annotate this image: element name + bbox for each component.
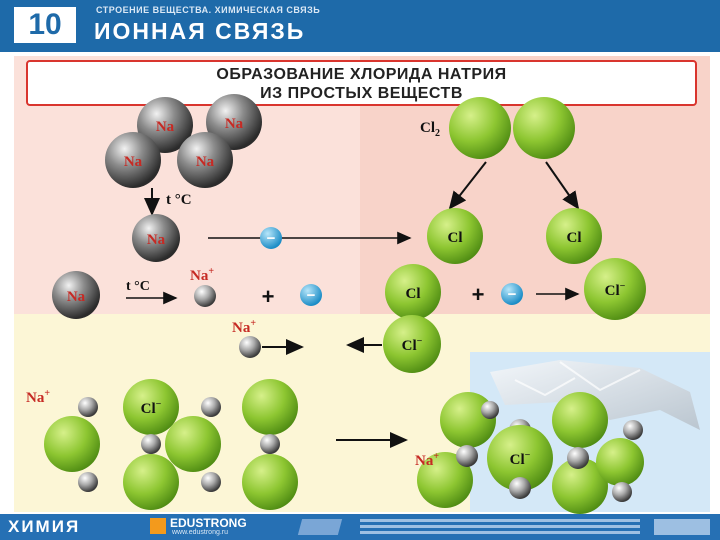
cl-symbol: Cl bbox=[510, 452, 525, 468]
chlorine-atom bbox=[449, 97, 511, 159]
na-symbol: Na bbox=[232, 320, 251, 336]
cl2-symbol: Cl bbox=[420, 120, 435, 136]
plus-charge: + bbox=[208, 266, 214, 277]
publisher-logo-icon bbox=[150, 518, 166, 534]
na-symbol: Na bbox=[26, 390, 45, 406]
sodium-ion-label: Na+ bbox=[190, 266, 214, 284]
na-symbol: Na bbox=[415, 453, 434, 469]
footer-brand: EDUSTRONG bbox=[170, 516, 247, 530]
plus-charge: + bbox=[250, 318, 256, 329]
minus-charge: − bbox=[156, 399, 162, 410]
dissociation-arrow-left bbox=[450, 162, 486, 208]
sodium-ion-label: Na+ bbox=[232, 318, 256, 336]
chlorine-label: Cl bbox=[448, 230, 463, 246]
minus-charge: − bbox=[525, 450, 531, 461]
plus-charge: + bbox=[433, 451, 439, 462]
heat-label: t °C bbox=[126, 279, 150, 294]
cl-symbol: Cl bbox=[605, 283, 620, 299]
minus-charge: − bbox=[417, 336, 423, 347]
plus-charge: + bbox=[44, 388, 50, 399]
footer-fineprint bbox=[360, 519, 640, 537]
cl-symbol: Cl bbox=[402, 338, 417, 354]
sodium-label: Na bbox=[67, 289, 86, 305]
certificate-badge-icon bbox=[654, 519, 710, 535]
sodium-ion-label: Na+ bbox=[26, 388, 50, 406]
plus-sign: + bbox=[262, 284, 275, 309]
footer-site: www.edustrong.ru bbox=[172, 529, 228, 536]
sodium-ion bbox=[194, 285, 216, 307]
chlorine-atom bbox=[513, 97, 575, 159]
na-symbol: Na bbox=[190, 268, 209, 284]
cl-symbol: Cl bbox=[141, 401, 156, 417]
sodium-label: Na bbox=[147, 232, 166, 248]
sodium-label: Na bbox=[156, 119, 175, 135]
chlorine-molecule-label: Cl2 bbox=[420, 120, 440, 139]
electron-sign: − bbox=[267, 230, 276, 247]
footer-bar: ХИМИЯ EDUSTRONG www.edustrong.ru bbox=[0, 514, 720, 540]
electron-sign: − bbox=[508, 286, 517, 303]
dissociation-arrow-right bbox=[546, 162, 578, 208]
sodium-ion bbox=[239, 336, 261, 358]
chlorine-label: Cl bbox=[406, 286, 421, 302]
plus-sign: + bbox=[472, 282, 485, 307]
electron-sign: − bbox=[307, 287, 316, 304]
lattice-layer bbox=[44, 379, 298, 510]
sodium-label: Na bbox=[196, 154, 215, 170]
cl2-subscript: 2 bbox=[435, 128, 440, 139]
footer-subject: ХИМИЯ bbox=[8, 517, 80, 537]
heat-label: t °C bbox=[166, 192, 192, 208]
sodium-label: Na bbox=[124, 154, 143, 170]
partner-logo-icon bbox=[298, 519, 342, 535]
minus-charge: − bbox=[620, 281, 626, 292]
chlorine-label: Cl bbox=[567, 230, 582, 246]
sodium-label: Na bbox=[225, 116, 244, 132]
